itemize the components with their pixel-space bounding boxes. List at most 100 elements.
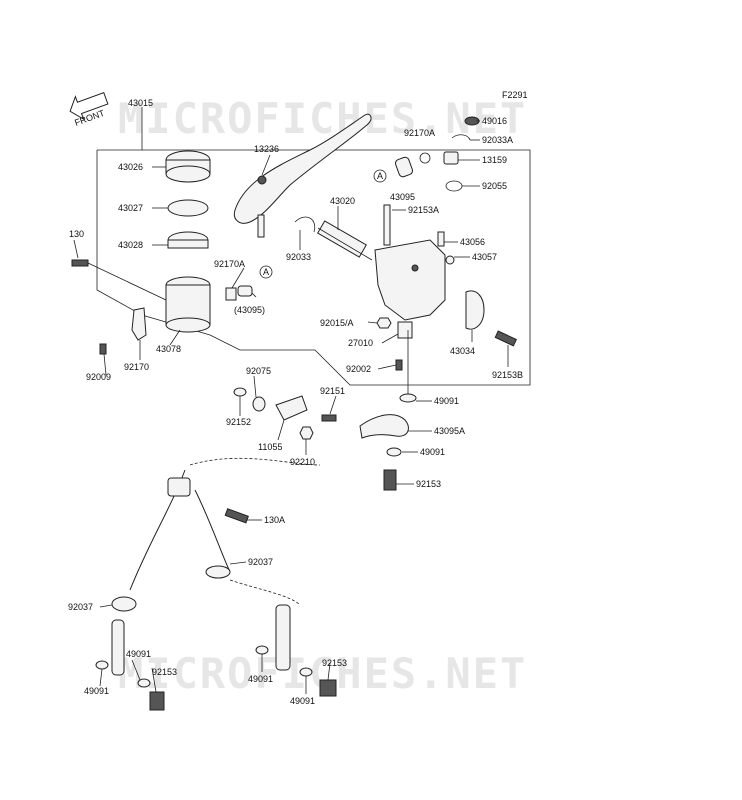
oring-92055 [445, 180, 463, 192]
washer-49091-left-a [95, 660, 109, 670]
reservoir-cap-43026 [165, 150, 211, 183]
label-92153A: 92153A [408, 205, 439, 215]
bolt-92153-upper [383, 469, 397, 491]
label-43028: 43028 [118, 240, 143, 250]
label-92170: 92170 [124, 362, 149, 372]
label-92151: 92151 [320, 386, 345, 396]
label-92153-upper: 92153 [416, 479, 441, 489]
bleeder-43056 [437, 231, 445, 247]
cap-43057 [445, 255, 455, 265]
ref-a-right-label: A [377, 171, 383, 181]
label-43056: 43056 [460, 237, 485, 247]
label-130: 130 [69, 229, 84, 239]
label-43095A: 43095A [434, 426, 465, 436]
label-43027: 43027 [118, 203, 143, 213]
label-92075: 92075 [246, 366, 271, 376]
bolt-92151 [321, 414, 337, 422]
caliper-hose-left [111, 619, 125, 676]
washer-49091-right-a [255, 645, 269, 655]
label-92033A: 92033A [482, 135, 513, 145]
label-43057: 43057 [472, 252, 497, 262]
washer-49091-mid [386, 447, 402, 457]
label-92009: 92009 [86, 372, 111, 382]
ref-a-right [373, 169, 387, 183]
label-92210: 92210 [290, 457, 315, 467]
bolt-92153A [383, 204, 391, 246]
lever-13236 [233, 113, 372, 224]
lever-pivot [257, 175, 267, 185]
bolt-130 [71, 259, 89, 267]
label-49091-upper: 49091 [434, 396, 459, 406]
washer-49091-upper [399, 393, 417, 403]
label-49016: 49016 [482, 116, 507, 126]
label-43095: 43095 [390, 192, 415, 202]
bolt-92153B [494, 330, 517, 347]
label-13159: 13159 [482, 155, 507, 165]
label-92170A-left: 92170A [214, 259, 245, 269]
bracket-92170 [131, 307, 147, 341]
label-92002: 92002 [346, 364, 371, 374]
label-43095-paren: (43095) [234, 305, 265, 315]
label-43078: 43078 [156, 344, 181, 354]
front-arrow-icon [69, 92, 109, 121]
label-92153B: 92153B [492, 370, 523, 380]
plate-43027 [167, 199, 209, 217]
label-43015: 43015 [128, 98, 153, 108]
clamp-92170A-left [225, 287, 237, 301]
bolt-92153-right [319, 679, 337, 697]
hose-43095-left [237, 285, 253, 297]
washer-49091-right-b [299, 667, 313, 677]
label-13236: 13236 [254, 144, 279, 154]
figure-code: F2291 [502, 90, 528, 100]
caliper-hose-right [275, 604, 291, 671]
label-92153-right: 92153 [322, 658, 347, 668]
washer-49091-left-b [137, 678, 151, 688]
label-43020: 43020 [330, 196, 355, 206]
screw-92009 [99, 343, 107, 355]
nut-92210 [299, 426, 314, 440]
brake-hose-right [194, 489, 231, 573]
clamp-92037-lower [111, 596, 137, 612]
label-49091-left-b: 49091 [84, 686, 109, 696]
switch-27010 [397, 321, 413, 339]
label-49091-right-b: 49091 [290, 696, 315, 706]
screw-92002 [395, 359, 403, 371]
label-92170A-upper: 92170A [404, 128, 435, 138]
lever-adjuster [257, 214, 265, 238]
label-49091-right-a: 49091 [248, 674, 273, 684]
leader-lines [73, 107, 509, 694]
label-92037-upper: 92037 [248, 557, 273, 567]
label-92153-left: 92153 [152, 667, 177, 677]
label-49091-left-a: 49091 [126, 649, 151, 659]
circlip-92033 [294, 216, 316, 233]
hose-43095 [394, 156, 414, 178]
clamp-43034 [465, 290, 485, 330]
bracket-11055 [275, 395, 308, 421]
label-49091-mid: 49091 [420, 447, 445, 457]
label-92152: 92152 [226, 417, 251, 427]
label-92033: 92033 [286, 252, 311, 262]
label-43026: 43026 [118, 162, 143, 172]
hose-43095A [359, 414, 409, 439]
label-92055: 92055 [482, 181, 507, 191]
nut-92015A [376, 317, 392, 329]
label-27010: 27010 [348, 338, 373, 348]
hose-line-upper [189, 457, 321, 466]
ref-a-left-label: A [263, 267, 269, 277]
bolt-130A [224, 508, 249, 524]
label-92037-lower: 92037 [68, 602, 93, 612]
label-130A: 130A [264, 515, 285, 525]
fitting-13159 [443, 151, 459, 165]
label-92015A: 92015/A [320, 318, 354, 328]
master-cylinder-body [374, 239, 446, 321]
hose-joint [167, 477, 191, 497]
piston-43020 [317, 220, 373, 261]
washer-92152 [233, 387, 247, 397]
assembly-outline [96, 149, 531, 386]
ref-a-left [259, 265, 273, 279]
washer-92075 [252, 396, 266, 412]
clamp-92037-upper [205, 565, 231, 579]
label-43034: 43034 [450, 346, 475, 356]
label-11055: 11055 [258, 442, 282, 452]
